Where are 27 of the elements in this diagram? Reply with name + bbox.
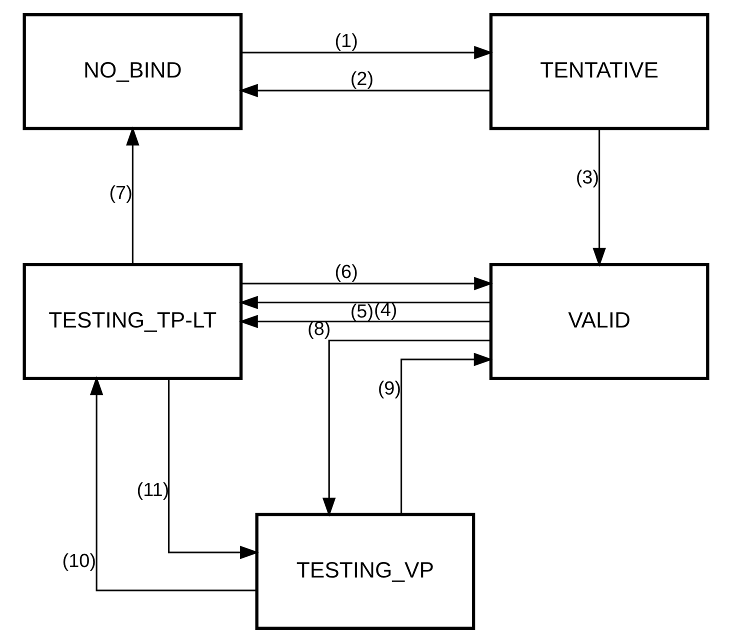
edge-label: (7) xyxy=(109,183,132,204)
edge-label: (4) xyxy=(374,300,398,322)
node-box: NO_BIND xyxy=(22,13,243,130)
arrow xyxy=(238,296,490,310)
edge-label: (1) xyxy=(334,31,358,52)
node-box: TESTING_TP-LT xyxy=(22,262,243,380)
arrow xyxy=(90,376,257,592)
node-box: TENTATIVE xyxy=(489,13,710,130)
arrow xyxy=(238,84,490,98)
arrow xyxy=(242,46,494,60)
arrow xyxy=(126,126,140,264)
arrow xyxy=(238,314,490,328)
edge-label: (11) xyxy=(136,480,170,502)
node-box: TESTING_VP xyxy=(255,512,476,630)
edge-label: (2) xyxy=(350,69,374,90)
arrow xyxy=(168,378,260,560)
arrow xyxy=(592,128,606,267)
edge-label: (8) xyxy=(308,319,331,340)
edge-label: (3) xyxy=(576,167,600,188)
node-box: VALID xyxy=(489,262,710,380)
arrow xyxy=(322,340,491,517)
edge-label: (6) xyxy=(334,262,358,284)
edge-label: (9) xyxy=(378,378,402,400)
edge-label: (5) xyxy=(350,302,374,323)
arrow xyxy=(400,352,493,514)
arrow xyxy=(242,276,494,290)
edge-label: (10) xyxy=(62,551,96,572)
